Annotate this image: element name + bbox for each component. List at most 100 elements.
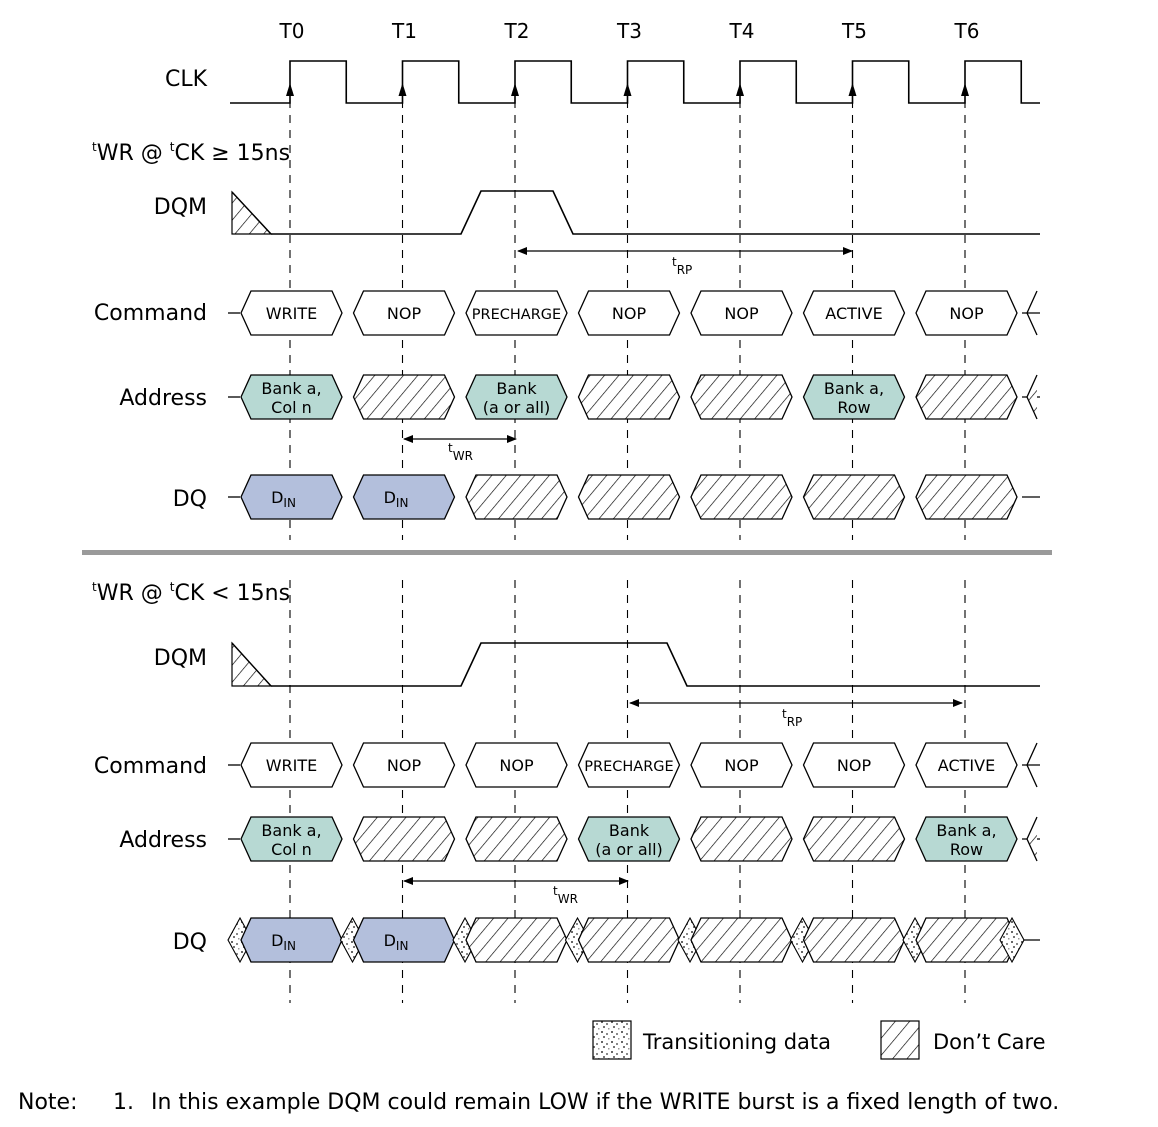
command-segment <box>352 742 456 788</box>
tick-label: T4 <box>729 19 755 43</box>
address-dont-care <box>465 816 568 862</box>
tick-label: T5 <box>841 19 867 43</box>
clk-rising-edge-arrow <box>286 83 294 96</box>
address-segment <box>240 374 343 420</box>
address-line-2: Row <box>950 840 983 859</box>
dq-value: DIN <box>384 931 409 953</box>
address-line-1: Bank a, <box>261 821 321 840</box>
dq-dont-care <box>465 917 568 963</box>
section-title: tWR @ tCK ≥ 15ns <box>92 140 290 166</box>
dq-row: DIN DIN <box>227 916 1040 964</box>
address-line-2: (a or all) <box>483 398 551 417</box>
command-segment <box>577 742 681 788</box>
twr-label: tWR <box>553 884 578 906</box>
tick-label: T1 <box>391 19 417 43</box>
command-segment <box>465 742 568 788</box>
tick-label: T3 <box>616 19 642 43</box>
section-separator <box>82 550 1052 555</box>
dq-data-in-segment <box>352 474 456 520</box>
tick-label: T0 <box>279 19 305 43</box>
dq-dont-care <box>802 917 906 963</box>
address-line-2: Row <box>837 398 870 417</box>
section-title: tWR @ tCK < 15ns <box>92 580 290 606</box>
address-line-1: Bank a, <box>261 379 321 398</box>
dq-value: DIN <box>271 488 296 510</box>
address-segment <box>915 816 1018 862</box>
command-name: NOP <box>724 304 759 323</box>
clk-rising-edge-arrow <box>511 83 519 96</box>
bus-segment-tail <box>1026 374 1038 420</box>
address-label: Address <box>119 386 207 411</box>
note-text: In this example DQM could remain LOW if … <box>151 1090 1059 1115</box>
transitioning-label: Transitioning data <box>642 1030 831 1054</box>
dq-dont-care <box>690 474 793 520</box>
dq-dont-care <box>690 917 793 963</box>
command-name: NOP <box>387 304 422 323</box>
command-name: WRITE <box>266 756 318 775</box>
dqm-label: DQM <box>154 646 207 671</box>
section-twr-lt-15ns: tWR @ tCK < 15ns DQM tRP Command WRITE NO… <box>92 580 1040 964</box>
command-name: NOP <box>387 756 422 775</box>
tick-label: T2 <box>504 19 530 43</box>
clk-rising-edge-arrow <box>398 83 407 96</box>
legend: Transitioning data Don’t Care <box>592 1020 1046 1060</box>
command-segment <box>240 742 343 788</box>
address-line-2: Col n <box>271 398 312 417</box>
address-line-2: Col n <box>271 840 312 859</box>
transitioning-swatch <box>592 1020 632 1060</box>
address-line-1: Bank a, <box>824 379 884 398</box>
dqm-waveform <box>271 190 1040 235</box>
dqm-label: DQM <box>154 195 207 220</box>
bus-segment-tail <box>1026 290 1038 336</box>
address-line-1: Bank a, <box>936 821 996 840</box>
dq-data-in-segment <box>240 917 343 963</box>
note-number: 1. <box>113 1090 134 1115</box>
tick-labels: T0 T1 T2 T3 T4 T5 T6 <box>279 19 980 43</box>
command-segment <box>915 742 1018 788</box>
address-line-2: (a or all) <box>595 840 663 859</box>
address-segment <box>465 374 568 420</box>
twr-label: tWR <box>448 441 473 463</box>
command-segment <box>240 290 343 336</box>
clk-rising-edge-arrow <box>736 83 744 96</box>
address-dont-care <box>802 816 906 862</box>
clk-rising-edge-arrow <box>848 83 857 96</box>
command-name: PRECHARGE <box>584 759 673 775</box>
command-name: NOP <box>724 756 759 775</box>
command-name: NOP <box>949 304 984 323</box>
address-dont-care <box>577 374 681 420</box>
address-line-1: Bank <box>609 821 650 840</box>
note-label: Note: <box>18 1090 78 1115</box>
clock-row: CLK T0 T1 T2 T3 T4 T5 T6 <box>165 19 1040 104</box>
clk-edge-arrows <box>286 83 969 96</box>
trp-label: tRP <box>782 707 802 729</box>
dq-data-in-segment <box>352 917 456 963</box>
address-dont-care <box>690 816 793 862</box>
clock-edge-guides <box>289 85 966 1003</box>
dq-dont-care <box>577 474 681 520</box>
address-dont-care <box>352 816 456 862</box>
command-name: NOP <box>837 756 872 775</box>
dq-value: DIN <box>384 488 409 510</box>
address-label: Address <box>119 828 207 853</box>
address-line-1: Bank <box>496 379 537 398</box>
trp-label: tRP <box>672 255 692 277</box>
dq-dont-care <box>577 917 681 963</box>
address-segment <box>240 816 343 862</box>
clk-rising-edge-arrow <box>961 83 969 96</box>
dq-row: DIN DIN <box>228 474 1040 520</box>
command-name: NOP <box>612 304 647 323</box>
address-segment <box>802 374 906 420</box>
dq-value: DIN <box>271 931 296 953</box>
clk-label: CLK <box>165 67 208 92</box>
command-name: ACTIVE <box>825 304 882 323</box>
command-segment <box>577 290 681 336</box>
dq-dont-care <box>915 474 1018 520</box>
command-label: Command <box>94 754 207 779</box>
dq-dont-care <box>915 917 1018 963</box>
tick-label: T6 <box>954 19 980 43</box>
